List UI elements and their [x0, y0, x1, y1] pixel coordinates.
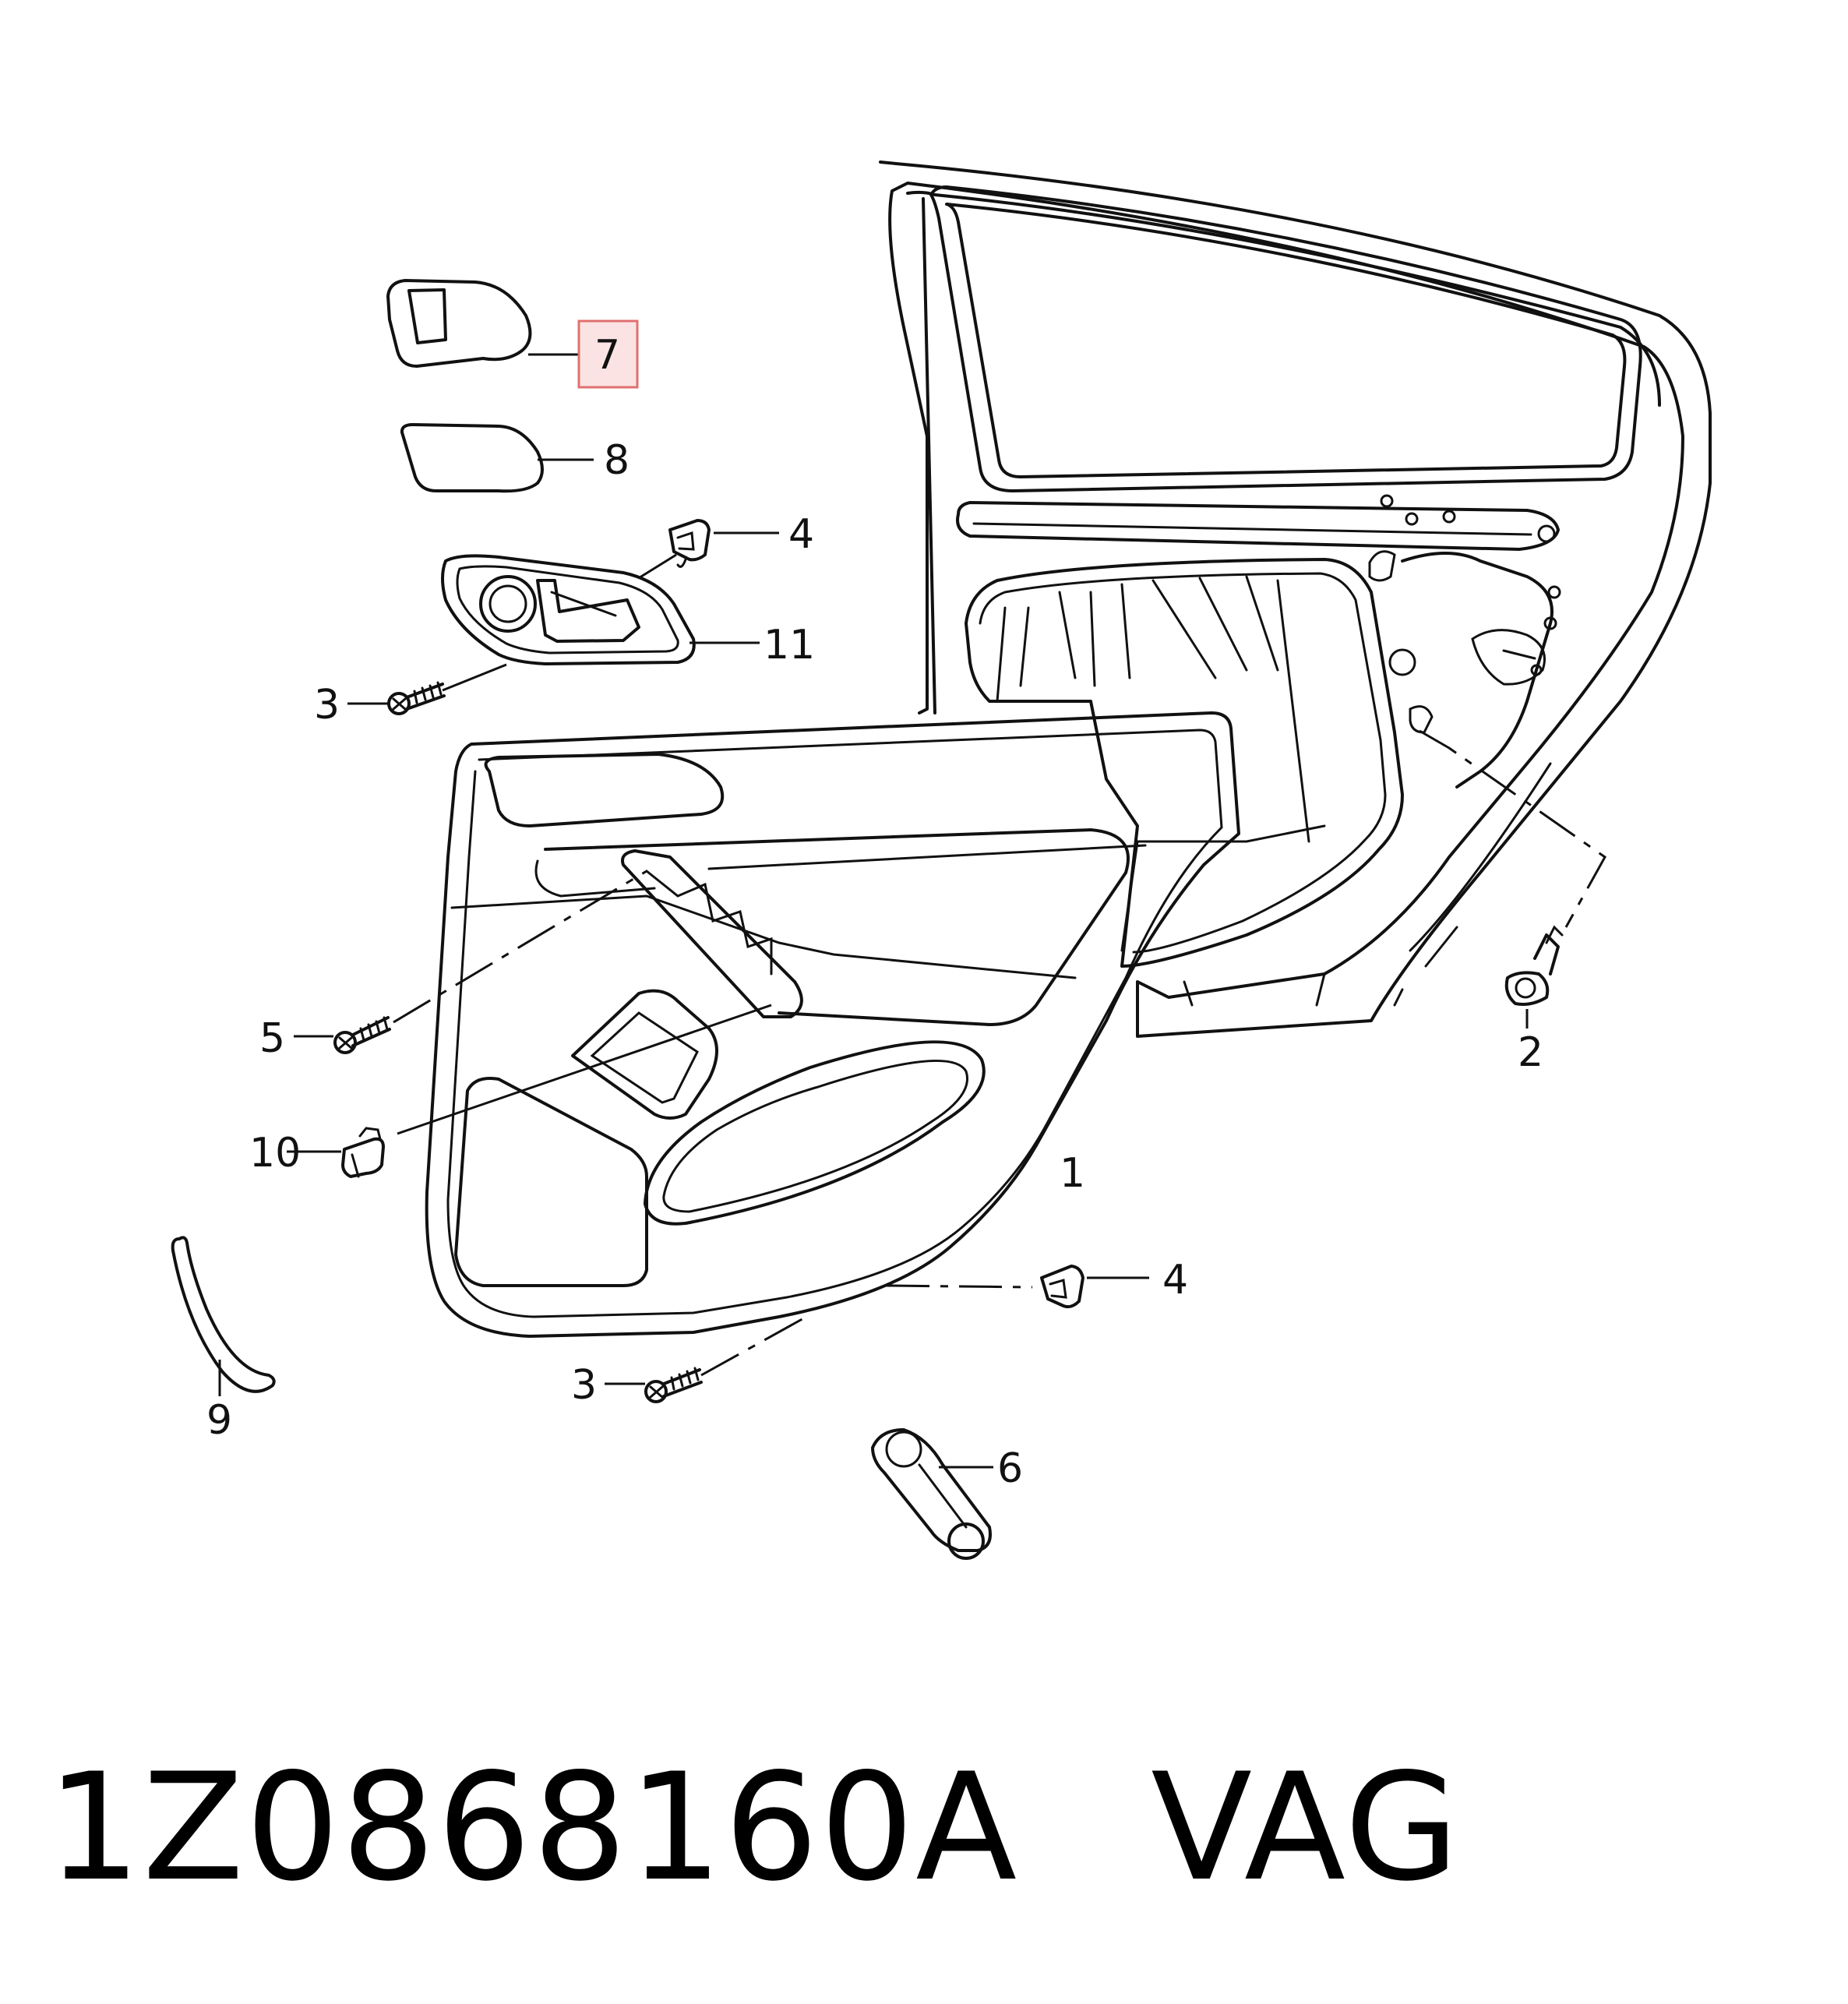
part-3-screw-upper [347, 663, 507, 715]
callout-8: 8 [604, 437, 630, 484]
part-9-strip [171, 1236, 276, 1396]
part-6-lever [871, 1428, 993, 1560]
part-number: 1Z0868160A [47, 1741, 1019, 1914]
part-10-clip [287, 1004, 772, 1178]
callout-6: 6 [997, 1445, 1023, 1492]
callout-4-lower: 4 [1162, 1257, 1188, 1304]
footer-part-number: 1Z0868160A VAG [47, 1741, 1461, 1914]
callout-2: 2 [1518, 1029, 1543, 1076]
callout-3-lower: 3 [571, 1362, 597, 1409]
part-2-clip [1419, 729, 1606, 1028]
part-4-clip-upper [630, 519, 779, 584]
door-trim-panel [425, 711, 1240, 1338]
callout-1: 1 [1060, 1150, 1085, 1197]
part-5-screw [294, 870, 647, 1054]
callout-7-highlight [577, 319, 639, 389]
callout-9: 9 [206, 1397, 232, 1444]
callout-11: 11 [764, 622, 815, 669]
door-shell [879, 161, 1712, 1038]
callout-3-upper: 3 [314, 682, 340, 729]
part-4-clip-lower [886, 1265, 1149, 1309]
callout-labels: 1 2 3 3 4 4 5 6 7 8 9 10 11 [206, 332, 1543, 1492]
callout-5: 5 [259, 1015, 285, 1062]
brand-name: VAG [1151, 1741, 1461, 1914]
part-11-door-handle [441, 554, 760, 665]
callout-4-upper: 4 [788, 511, 814, 558]
callout-7: 7 [594, 332, 620, 379]
part-7-handle-cover [386, 279, 580, 368]
part-3-screw-lower [605, 1315, 807, 1403]
callout-10: 10 [249, 1130, 301, 1177]
part-8-cover-plate [400, 423, 594, 493]
